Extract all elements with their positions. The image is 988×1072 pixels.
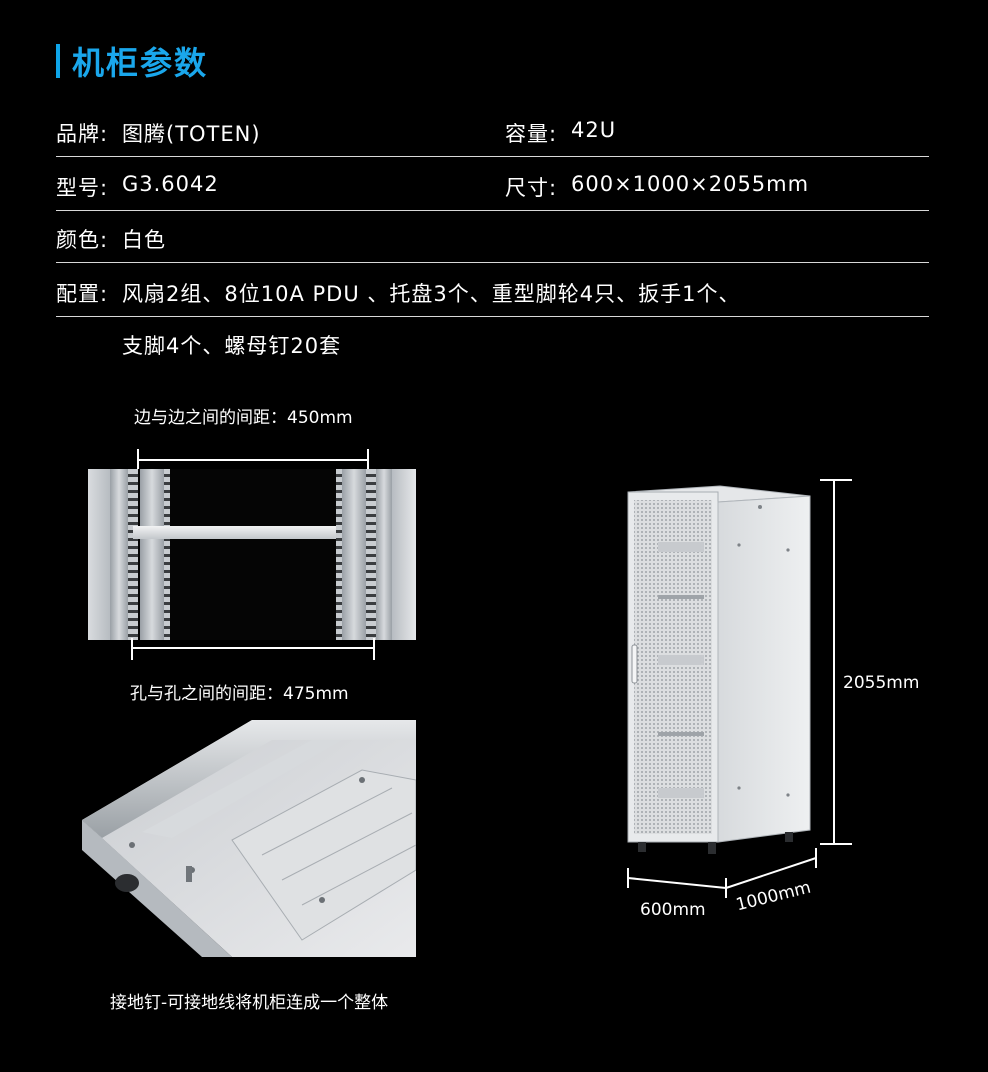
edge-distance-tick: [137, 449, 139, 469]
cabinet-side-right: [392, 469, 416, 640]
cabinet-side-left: [88, 469, 110, 640]
base-illustration: [82, 720, 416, 957]
mounting-rail: [164, 469, 170, 640]
size-value: 600×1000×2055mm: [571, 172, 810, 196]
hole-distance-line: [132, 647, 374, 649]
divider: [56, 316, 929, 317]
brand-value: 图腾(TOTEN): [122, 122, 261, 146]
model-value: G3.6042: [122, 172, 219, 196]
page-title: 机柜参数: [72, 44, 209, 82]
mounting-rail: [366, 469, 376, 640]
heading-accent-bar: [56, 44, 60, 78]
edge-distance-line: [138, 459, 368, 461]
divider: [56, 156, 929, 157]
spec-table: 品牌: 图腾(TOTEN) 容量: 42U 型号: G3.6042 尺寸: 60…: [56, 0, 929, 360]
hole-distance-tick: [131, 638, 133, 660]
rail-profile: [376, 469, 392, 640]
cabinet-drawing: [627, 479, 852, 898]
capacity-value: 42U: [571, 118, 617, 142]
divider: [56, 210, 929, 211]
cabinet-base-photo: [82, 720, 416, 957]
rail-profile: [110, 469, 128, 640]
rail-profile: [342, 469, 366, 640]
cabinet-illustration: [600, 470, 930, 930]
edge-distance-tick: [367, 449, 369, 469]
config-value-line2: 支脚4个、螺母钉20套: [122, 334, 342, 358]
divider: [56, 262, 929, 263]
mounting-rail: [128, 469, 138, 640]
rail-profile: [140, 469, 164, 640]
hole-distance-tick: [373, 638, 375, 660]
width-dimension-label: 600mm: [640, 900, 706, 920]
config-value-line1: 风扇2组、8位10A PDU 、托盘3个、重型脚轮4只、扳手1个、: [122, 282, 741, 306]
rack-rail-photo: [88, 469, 416, 640]
hole-distance-caption: 孔与孔之间的间距：475mm: [130, 684, 349, 704]
color-label: 颜色:: [56, 228, 109, 252]
capacity-label: 容量:: [505, 122, 558, 146]
brand-label: 品牌:: [56, 122, 109, 146]
section-heading: 机柜参数: [56, 40, 208, 82]
model-label: 型号:: [56, 176, 109, 200]
mounting-rail: [336, 469, 342, 640]
ground-screw-caption: 接地钉-可接地线将机柜连成一个整体: [110, 993, 389, 1013]
size-label: 尺寸:: [505, 176, 558, 200]
color-value: 白色: [122, 228, 166, 252]
height-dimension-label: 2055mm: [843, 673, 920, 693]
edge-distance-caption: 边与边之间的间距：450mm: [134, 408, 353, 428]
config-label: 配置:: [56, 282, 109, 306]
rack-crossbar: [133, 526, 373, 539]
